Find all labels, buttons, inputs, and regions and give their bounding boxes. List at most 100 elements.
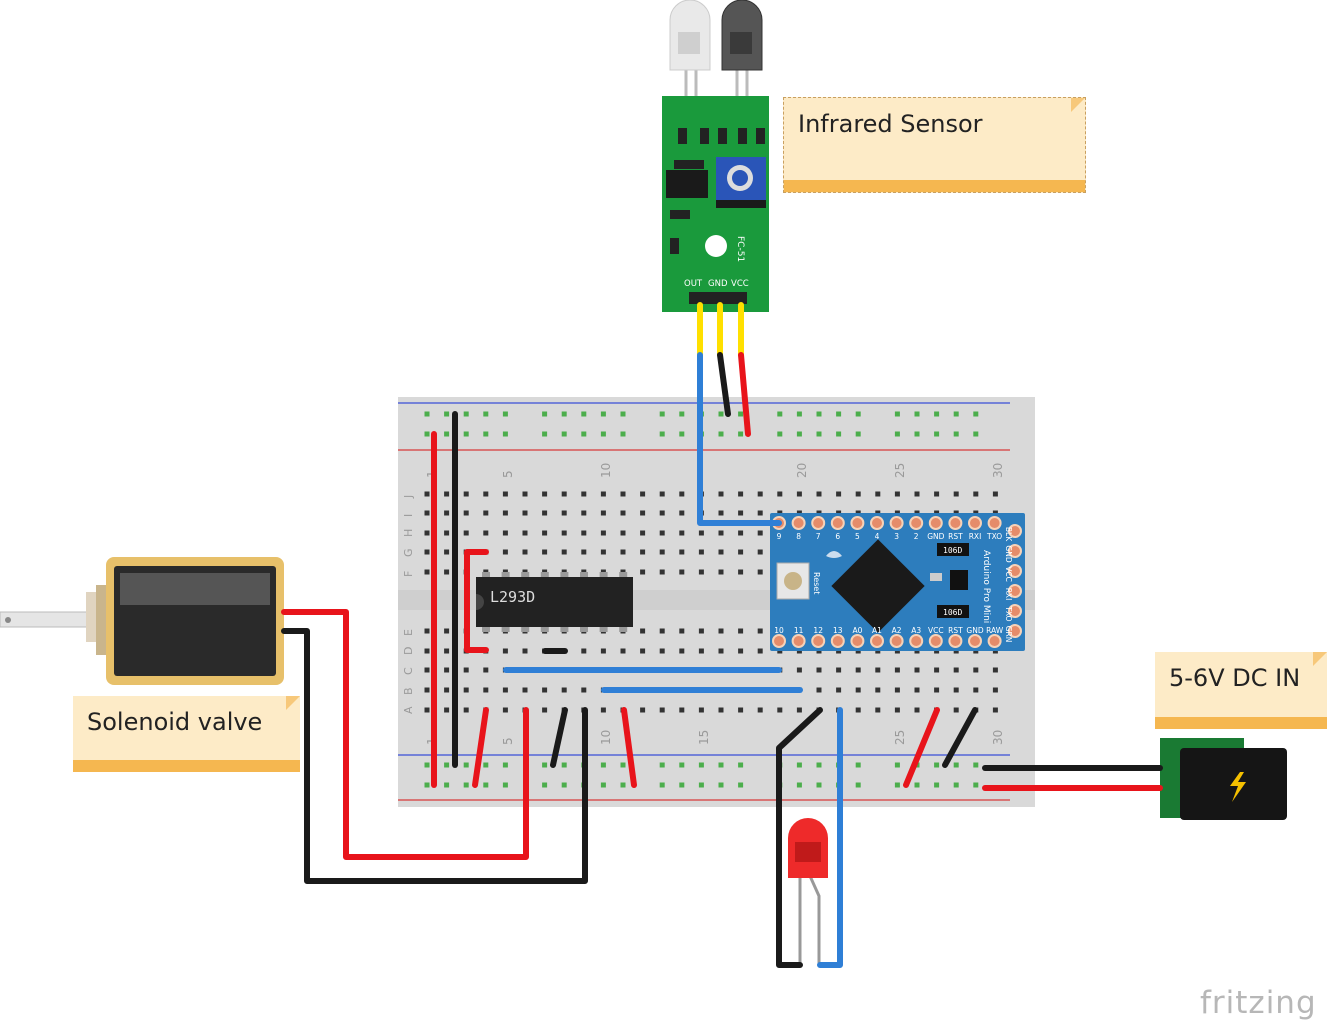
breadboard-hole xyxy=(659,628,665,634)
col-num-5: 5 xyxy=(501,470,515,478)
arduino-pin-pad xyxy=(987,634,1002,648)
breadboard-hole xyxy=(522,510,528,516)
breadboard-hole xyxy=(463,530,469,536)
rail-hole xyxy=(894,411,900,417)
rail-hole xyxy=(718,431,724,437)
rail-hole xyxy=(600,782,606,788)
col-num-10b: 10 xyxy=(599,730,613,745)
breadboard-hole xyxy=(738,510,744,516)
breadboard-hole xyxy=(561,491,567,497)
red-led[interactable] xyxy=(788,818,828,966)
breadboard-hole xyxy=(698,549,704,555)
solenoid-valve[interactable] xyxy=(0,557,284,685)
breadboard-hole xyxy=(718,628,724,634)
rail-hole xyxy=(934,762,940,768)
breadboard-hole xyxy=(620,648,626,654)
rail-hole xyxy=(953,762,959,768)
breadboard-hole xyxy=(640,707,646,713)
breadboard-hole xyxy=(698,569,704,575)
breadboard-hole xyxy=(502,549,508,555)
rail-hole xyxy=(914,431,920,437)
arduino-pin-label: A3 xyxy=(911,626,921,635)
row-letter-b: B xyxy=(402,687,415,695)
sensor-pin-vcc: VCC xyxy=(731,279,749,289)
ic-pin xyxy=(540,572,549,577)
breadboard-hole xyxy=(855,667,861,673)
breadboard-hole xyxy=(640,491,646,497)
breadboard-hole xyxy=(483,530,489,536)
rail-hole xyxy=(738,431,744,437)
breadboard-hole xyxy=(796,707,802,713)
rail-hole xyxy=(816,431,822,437)
arduino-pin-label: A0 xyxy=(852,626,862,635)
rail-hole xyxy=(953,431,959,437)
rail-hole xyxy=(796,762,802,768)
breadboard-hole xyxy=(992,707,998,713)
rail-hole xyxy=(444,782,450,788)
breadboard-hole xyxy=(522,687,528,693)
rail-hole xyxy=(483,762,489,768)
infrared-sensor-module[interactable]: FC-51 OUT GND VCC xyxy=(662,0,769,312)
breadboard-hole xyxy=(659,510,665,516)
arduino-pin-label: GND xyxy=(1004,545,1013,562)
arduino-pin-pad xyxy=(1008,604,1022,618)
breadboard-hole xyxy=(424,648,430,654)
ic-pin xyxy=(540,627,549,632)
row-letter-j: J xyxy=(402,495,415,499)
breadboard-hole xyxy=(581,687,587,693)
breadboard-hole xyxy=(424,569,430,575)
breadboard-hole xyxy=(542,687,548,693)
breadboard-hole xyxy=(463,687,469,693)
breadboard-hole xyxy=(542,530,548,536)
cap-label-bottom: 106D xyxy=(943,608,962,617)
breadboard-hole xyxy=(836,491,842,497)
breadboard-hole xyxy=(718,549,724,555)
breadboard-hole xyxy=(640,569,646,575)
breadboard-hole xyxy=(718,530,724,536)
rail-hole xyxy=(502,762,508,768)
rail-hole xyxy=(620,762,626,768)
arduino-pin-label: GND xyxy=(927,532,944,541)
arduino-pin-pad xyxy=(830,634,845,648)
breadboard-hole xyxy=(777,707,783,713)
breadboard-hole xyxy=(698,648,704,654)
breadboard-hole xyxy=(424,530,430,536)
rail-hole xyxy=(934,782,940,788)
rail-hole xyxy=(581,431,587,437)
breadboard-hole xyxy=(679,491,685,497)
breadboard-hole xyxy=(463,707,469,713)
arduino-pin-label: TXO xyxy=(986,532,1002,541)
breadboard-hole xyxy=(659,648,665,654)
rail-hole xyxy=(836,431,842,437)
breadboard-hole xyxy=(757,530,763,536)
rail-hole xyxy=(855,782,861,788)
breadboard-hole xyxy=(522,549,528,555)
wire-led-signal xyxy=(817,707,843,968)
col-num-10: 10 xyxy=(599,463,613,478)
breadboard-hole xyxy=(424,510,430,516)
breadboard-hole xyxy=(502,687,508,693)
arduino-pin-pad xyxy=(850,516,865,530)
rail-hole xyxy=(836,411,842,417)
dc-power-jack[interactable] xyxy=(1160,738,1287,820)
breadboard-hole xyxy=(600,530,606,536)
breadboard-hole xyxy=(640,549,646,555)
breadboard-hole xyxy=(738,707,744,713)
ic-pin xyxy=(560,627,569,632)
rail-hole xyxy=(600,431,606,437)
wire-sensor-gnd xyxy=(717,352,731,417)
breadboard-hole xyxy=(718,648,724,654)
breadboard-hole xyxy=(718,707,724,713)
rail-hole xyxy=(679,762,685,768)
arduino-pin-pad xyxy=(791,516,806,530)
arduino-pin-label: RST xyxy=(948,532,963,541)
l293d-ic[interactable]: L293D xyxy=(476,572,633,632)
wire-solenoid-black xyxy=(281,628,588,884)
rail-hole xyxy=(796,782,802,788)
power-bolt-icon xyxy=(1230,772,1246,802)
breadboard-hole xyxy=(463,510,469,516)
row-letter-e: E xyxy=(402,629,415,636)
breadboard-hole xyxy=(836,667,842,673)
ic-pin xyxy=(599,572,608,577)
